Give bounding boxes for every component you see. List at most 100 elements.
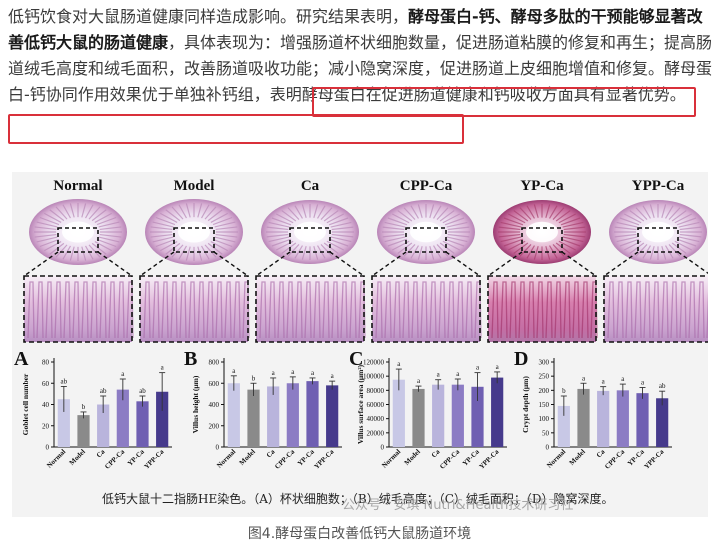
paragraph-sentence-1: 低钙饮食对大鼠肠道健康同样造成影响。研究结果表明， bbox=[8, 7, 409, 26]
panel-letter: D bbox=[514, 348, 528, 370]
significance-letter: a bbox=[582, 374, 586, 382]
y-tick-label: 60000 bbox=[367, 401, 385, 409]
bar-YPP-Ca bbox=[491, 377, 504, 447]
group-label: YP-Ca bbox=[520, 178, 564, 194]
significance-letter: a bbox=[456, 370, 460, 378]
bar-YPP-Ca bbox=[326, 385, 339, 447]
villi-pattern bbox=[382, 204, 470, 260]
paragraph-details: ，具体表现为：增强肠道杯状细胞数量，促进肠道粘膜的修复和再生；提高肠道绒毛高度和… bbox=[8, 33, 713, 78]
y-tick-label: 0 bbox=[46, 444, 50, 452]
significance-letter: a bbox=[602, 378, 606, 386]
x-tick-label: YPP-Ca bbox=[313, 447, 336, 470]
x-tick-label: Model bbox=[403, 448, 422, 467]
y-tick-label: 200 bbox=[209, 422, 220, 430]
y-tick-label: 0 bbox=[381, 444, 385, 452]
y-tick-label: 80000 bbox=[367, 387, 385, 395]
y-tick-label: 150 bbox=[539, 401, 550, 409]
y-axis-label: Villus height (μm) bbox=[191, 375, 200, 433]
bar-Ca bbox=[432, 384, 445, 447]
y-tick-label: 60 bbox=[42, 380, 50, 388]
zoomed-micrograph bbox=[604, 276, 708, 342]
significance-letter: ab bbox=[100, 387, 107, 395]
significance-letter: a bbox=[496, 363, 500, 371]
zoom-villi bbox=[143, 281, 250, 339]
significance-letter: a bbox=[232, 367, 236, 375]
highlight-box-upper bbox=[312, 87, 696, 117]
article-paragraph: 低钙饮食对大鼠肠道健康同样造成影响。研究结果表明，酵母蛋白-钙、酵母多肽的干预能… bbox=[8, 4, 714, 108]
lumen bbox=[410, 221, 442, 243]
bar-Ca bbox=[97, 404, 110, 447]
y-tick-label: 50 bbox=[542, 429, 550, 437]
significance-letter: a bbox=[291, 368, 295, 376]
y-tick-label: 400 bbox=[209, 401, 220, 409]
y-tick-label: 800 bbox=[209, 359, 220, 367]
y-tick-label: 0 bbox=[216, 444, 220, 452]
figure-caption: 图4.酵母蛋白改善低钙大鼠肠道环境 bbox=[247, 526, 472, 542]
significance-letter: a bbox=[476, 364, 480, 372]
zoom-region-box bbox=[405, 227, 447, 253]
panel-letter: A bbox=[14, 348, 29, 370]
zoom-region-box bbox=[637, 227, 679, 253]
bar-Normal bbox=[57, 399, 70, 447]
panel-letter: B bbox=[184, 348, 197, 370]
lumen bbox=[178, 221, 210, 243]
zoomed-micrograph-frame bbox=[255, 275, 365, 343]
x-tick-label: Ca bbox=[95, 447, 107, 459]
y-tick-label: 40000 bbox=[367, 415, 385, 423]
significance-letter: a bbox=[641, 379, 645, 387]
bar-Normal bbox=[557, 405, 570, 447]
bar-YPP-Ca bbox=[156, 391, 169, 447]
significance-letter: a bbox=[272, 369, 276, 377]
y-tick-label: 20000 bbox=[367, 429, 385, 437]
paragraph-highlight: 酵母蛋白-钙协同作用效果优于单独补钙组，表明酵母蛋白在促进肠道健康和钙吸收方面具… bbox=[8, 59, 713, 104]
villi-pattern bbox=[614, 204, 702, 260]
villi-pattern bbox=[34, 203, 122, 261]
x-tick-label: YPP-Ca bbox=[643, 447, 666, 470]
significance-letter: b bbox=[82, 403, 86, 411]
panel-letter: C bbox=[349, 348, 363, 370]
bar-YP-Ca bbox=[471, 386, 484, 447]
y-tick-label: 250 bbox=[539, 373, 550, 381]
bar-Model bbox=[247, 389, 260, 447]
x-tick-label: Model bbox=[238, 448, 257, 467]
zoom-villi bbox=[607, 281, 708, 339]
x-tick-label: Model bbox=[68, 448, 87, 467]
bar-YP-Ca bbox=[636, 393, 649, 447]
bar-YP-Ca bbox=[306, 381, 319, 447]
zoom-villi bbox=[375, 281, 482, 339]
x-tick-label: Ca bbox=[595, 447, 607, 459]
significance-letter: a bbox=[331, 372, 335, 380]
group-label: CPP-Ca bbox=[400, 178, 453, 194]
bar-CPP-Ca bbox=[451, 384, 464, 447]
y-tick-label: 100000 bbox=[363, 373, 385, 381]
zoomed-micrograph-frame bbox=[603, 275, 708, 343]
zoom-villi bbox=[27, 281, 134, 339]
zoom-region-box bbox=[57, 227, 99, 253]
zoom-villi bbox=[491, 281, 598, 339]
x-tick-label: CPP-Ca bbox=[273, 447, 296, 470]
significance-letter: a bbox=[417, 377, 421, 385]
zoomed-micrograph-frame bbox=[139, 275, 249, 343]
villi-pattern bbox=[266, 204, 354, 260]
significance-letter: a bbox=[621, 375, 625, 383]
zoom-villi bbox=[259, 281, 366, 339]
y-axis-label: Crypt depth (μm) bbox=[521, 376, 530, 433]
y-tick-label: 300 bbox=[539, 359, 550, 367]
zoom-region-box bbox=[173, 227, 215, 253]
bar-Model bbox=[77, 415, 90, 447]
bar-YP-Ca bbox=[136, 401, 149, 447]
bar-Normal bbox=[392, 379, 405, 447]
y-tick-label: 0 bbox=[546, 444, 550, 452]
bar-Normal bbox=[227, 383, 240, 447]
villi-pattern bbox=[150, 203, 238, 261]
lumen bbox=[62, 221, 94, 243]
lumen bbox=[526, 221, 558, 243]
bar-Model bbox=[577, 388, 590, 447]
y-axis-label: Goblet cell number bbox=[21, 373, 30, 435]
x-tick-label: Ca bbox=[430, 447, 442, 459]
